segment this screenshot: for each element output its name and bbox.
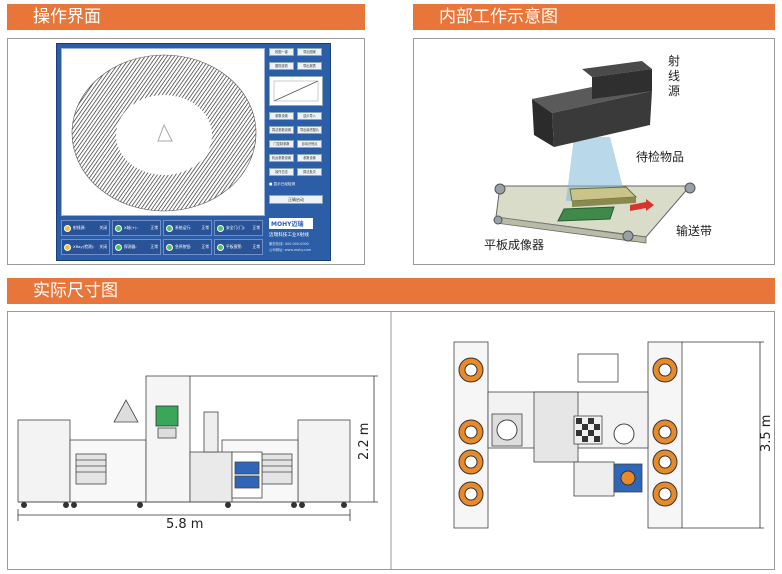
show-checkbox[interactable]: ■ 显示已经检测 [269, 182, 296, 186]
status-dot-icon [217, 243, 224, 251]
depth-dimension [682, 341, 764, 529]
status-item: 安全门(门): 正常 [214, 220, 263, 236]
status-value: 正常 [252, 225, 260, 230]
status-label: 急停按钮: [175, 244, 192, 249]
status-dot-icon [166, 243, 173, 251]
status-label: 射线源: [73, 225, 86, 230]
brand-subtitle: 迈瑞科技工业X射线 [269, 233, 309, 238]
section-header-operation: 操作界面 [7, 4, 365, 30]
status-panel: 射线源: 关闭 X轴(+): 正常 系统运行: 正常 安全门(门): 正常 XRay(检测): 关… [61, 220, 265, 258]
screen-button[interactable]: 图档查看 [269, 62, 294, 70]
detector-label: 平板成像器 [484, 238, 544, 252]
status-value: 关闭 [99, 244, 107, 249]
status-item: 平板报警: 正常 [214, 239, 263, 255]
flat-panel-detector [557, 206, 615, 222]
section-header-internal: 内部工作示意图 [413, 4, 775, 30]
height-label: 2.2 m [357, 423, 372, 460]
status-item: 急停按钮: 正常 [163, 239, 212, 255]
height-dimension [190, 375, 378, 503]
dimensions-panel: 5.8 m 2.2 m [7, 311, 775, 570]
section-title: 操作界面 [33, 7, 101, 27]
software-screen: 校图一键导出图案图档查看导出报表参数设置显示导入算法参数设置导出最终图片门控制参… [56, 43, 331, 261]
screen-button[interactable]: 算法参数设置 [269, 126, 294, 134]
brand-box: MOHY迈瑞 迈瑞科技工业X射线 服务热线: 400-000-0000 公司网址… [269, 218, 327, 258]
screen-button[interactable]: 自动识别点 [297, 140, 322, 148]
roller [684, 182, 696, 194]
ring-image [71, 54, 257, 212]
screen-button[interactable]: 导出报表 [297, 62, 322, 70]
contact-line: 服务热线: 400-000-0000 [269, 242, 309, 246]
screen-button[interactable]: 算法批次 [297, 168, 322, 176]
brand-logo: MOHY迈瑞 [269, 218, 313, 229]
xray-beam [566, 137, 626, 201]
status-dot-icon [115, 224, 122, 232]
contact-line: 公司网址: www.mohy.com [269, 248, 312, 252]
dimension-drawings: 5.8 m 2.2 m [17, 312, 774, 569]
reel-wheels [458, 357, 678, 507]
screen-button[interactable]: 参数设置 [269, 112, 294, 120]
object-label: 待检物品 [636, 149, 684, 164]
xray-image-view [61, 48, 265, 216]
screen-button[interactable]: 机台参数设置 [269, 154, 294, 162]
arrow-icon [630, 199, 654, 211]
checker-board [576, 418, 600, 442]
status-value: 正常 [150, 244, 158, 249]
screen-button[interactable]: 显示导入 [297, 112, 322, 120]
screen-button[interactable]: 导出图案 [297, 48, 322, 56]
status-value: 正常 [201, 225, 209, 230]
roller [622, 230, 634, 242]
section-header-dimensions: 实际尺寸图 [7, 278, 775, 304]
roller [494, 183, 506, 195]
status-label: 安全门(门): [226, 225, 246, 230]
apply-button[interactable]: 正确启动 [269, 195, 323, 204]
status-value: 关闭 [99, 225, 107, 230]
conveyor-label: 输送带 [676, 223, 712, 238]
status-label: X轴(+): [124, 225, 138, 230]
depth-label: 3.5 m [759, 415, 774, 452]
internal-diagram: 射线源 待检物品 平板成像器 输送带 [484, 53, 712, 252]
screen-button[interactable]: 门控制参数 [269, 140, 294, 148]
status-item: 射线源: 关闭 [61, 220, 110, 236]
front-view [17, 375, 351, 503]
status-label: XRay(检测): [73, 244, 95, 249]
front-wheels [21, 502, 347, 508]
top-view [453, 341, 683, 529]
section-title: 内部工作示意图 [439, 7, 558, 27]
status-value: 正常 [252, 244, 260, 249]
diagram-panel: 射线源 待检物品 平板成像器 输送带 [413, 38, 775, 265]
status-label: 系统运行: [175, 225, 192, 230]
status-label: 平板报警: [226, 244, 243, 249]
screen-button[interactable]: 操作日志 [269, 168, 294, 176]
screen-button[interactable]: 校图一键 [269, 48, 294, 56]
status-dot-icon [115, 243, 122, 251]
histogram-box [269, 76, 323, 106]
status-dot-icon [217, 224, 224, 232]
operation-panel: 校图一键导出图案图档查看导出报表参数设置显示导入算法参数设置导出最终图片门控制参… [7, 38, 365, 265]
roller [493, 215, 503, 225]
status-item: 系统运行: 正常 [163, 220, 212, 236]
source-label: 射线源 [668, 53, 680, 98]
status-value: 正常 [150, 225, 158, 230]
status-dot-icon [64, 243, 71, 251]
status-item: XRay(检测): 关闭 [61, 239, 110, 255]
section-title: 实际尺寸图 [33, 281, 118, 301]
status-item: X轴(+): 正常 [112, 220, 161, 236]
width-dimension [17, 509, 351, 521]
status-value: 正常 [201, 244, 209, 249]
screen-button[interactable]: 导出最终图片 [297, 126, 322, 134]
width-label: 5.8 m [166, 517, 203, 532]
control-column: 校图一键导出图案图档查看导出报表参数设置显示导入算法参数设置导出最终图片门控制参… [269, 48, 327, 216]
status-label: 探测器: [124, 244, 137, 249]
screen-button[interactable]: 参数设置 [297, 154, 322, 162]
status-item: 探测器: 正常 [112, 239, 161, 255]
status-dot-icon [64, 224, 71, 232]
status-dot-icon [166, 224, 173, 232]
